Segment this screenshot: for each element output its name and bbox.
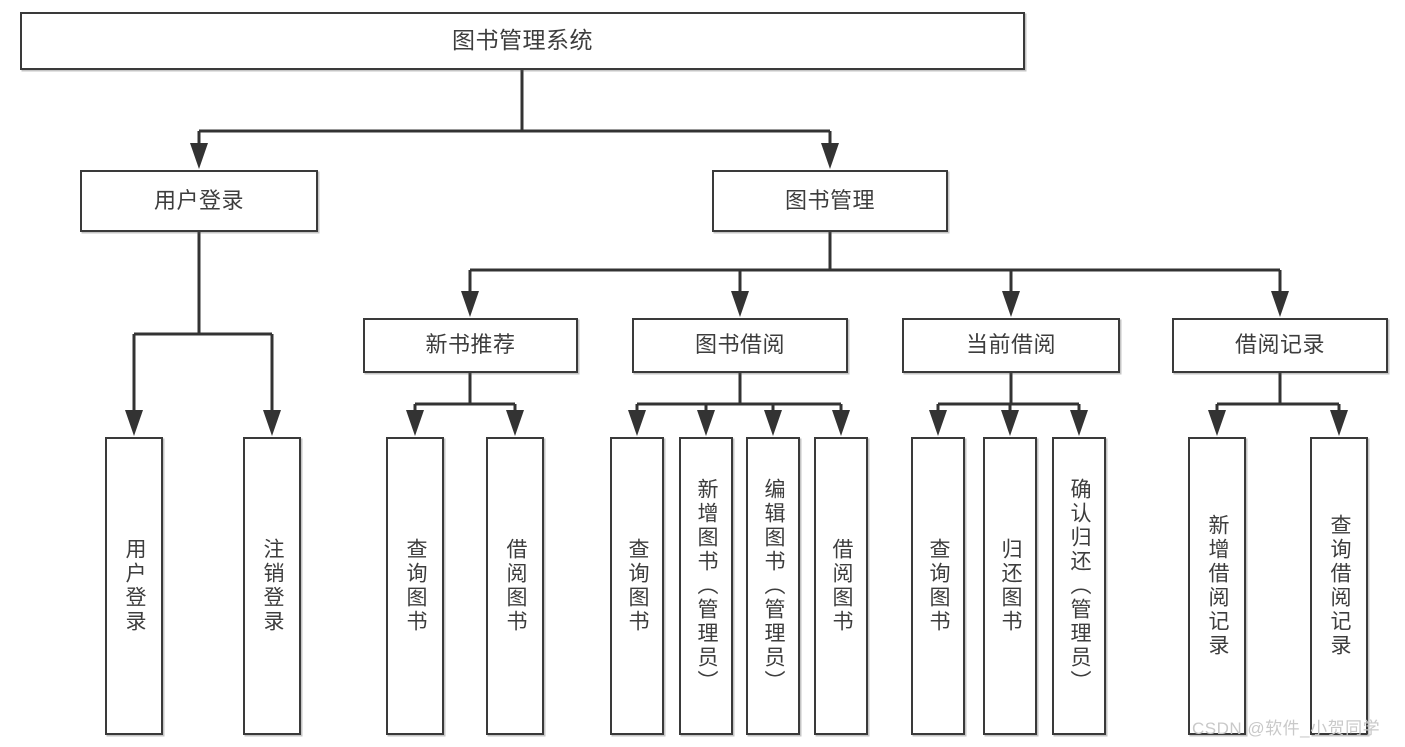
leaf-node-borrow-book[interactable]: 借阅图书 bbox=[814, 437, 868, 735]
node-label: 确认归还（管理员） bbox=[1067, 478, 1091, 694]
node-user-login[interactable]: 用户登录 bbox=[80, 170, 318, 232]
node-label: 查询图书 bbox=[403, 538, 427, 634]
node-label: 查询图书 bbox=[625, 538, 649, 634]
node-borrowing-record[interactable]: 借阅记录 bbox=[1172, 318, 1388, 373]
node-label: 用户登录 bbox=[122, 538, 146, 634]
leaf-node-user-login[interactable]: 用户登录 bbox=[105, 437, 163, 735]
node-book-borrowing[interactable]: 图书借阅 bbox=[632, 318, 848, 373]
leaf-node-query-book-recommend[interactable]: 查询图书 bbox=[386, 437, 444, 735]
node-label: 图书借阅 bbox=[694, 332, 785, 358]
leaf-node-query-book-current[interactable]: 查询图书 bbox=[911, 437, 965, 735]
node-label: 查询图书 bbox=[926, 538, 950, 634]
node-label: 当前借阅 bbox=[965, 332, 1056, 358]
node-label: 新增借阅记录 bbox=[1205, 514, 1229, 658]
leaf-node-add-borrow-record[interactable]: 新增借阅记录 bbox=[1188, 437, 1246, 735]
node-label: 用户登录 bbox=[153, 187, 244, 213]
node-book-management[interactable]: 图书管理 bbox=[712, 170, 948, 232]
node-new-book-recommendation[interactable]: 新书推荐 bbox=[363, 318, 578, 373]
leaf-node-query-book-borrow[interactable]: 查询图书 bbox=[610, 437, 664, 735]
node-label: 借阅记录 bbox=[1234, 332, 1325, 358]
leaf-node-edit-book-admin[interactable]: 编辑图书（管理员） bbox=[746, 437, 800, 735]
node-current-borrowing[interactable]: 当前借阅 bbox=[902, 318, 1120, 373]
node-label: 新增图书（管理员） bbox=[694, 478, 718, 694]
csdn-watermark: CSDN @软件_小贺同学 bbox=[1192, 719, 1381, 738]
node-label: 借阅图书 bbox=[829, 538, 853, 634]
node-label: 查询借阅记录 bbox=[1327, 514, 1351, 658]
node-label: 借阅图书 bbox=[503, 538, 527, 634]
leaf-node-borrow-book-recommend[interactable]: 借阅图书 bbox=[486, 437, 544, 735]
node-label: 图书管理系统 bbox=[452, 27, 593, 54]
node-label: 图书管理 bbox=[784, 187, 875, 213]
leaf-node-confirm-return-admin[interactable]: 确认归还（管理员） bbox=[1052, 437, 1106, 735]
leaf-node-query-borrow-record[interactable]: 查询借阅记录 bbox=[1310, 437, 1368, 735]
node-label: 归还图书 bbox=[998, 538, 1022, 634]
node-root-book-management-system[interactable]: 图书管理系统 bbox=[20, 12, 1025, 70]
node-label: 注销登录 bbox=[260, 538, 284, 634]
node-label: 新书推荐 bbox=[425, 332, 516, 358]
leaf-node-add-book-admin[interactable]: 新增图书（管理员） bbox=[679, 437, 733, 735]
leaf-node-return-book[interactable]: 归还图书 bbox=[983, 437, 1037, 735]
leaf-node-logout[interactable]: 注销登录 bbox=[243, 437, 301, 735]
node-label: 编辑图书（管理员） bbox=[761, 478, 785, 694]
